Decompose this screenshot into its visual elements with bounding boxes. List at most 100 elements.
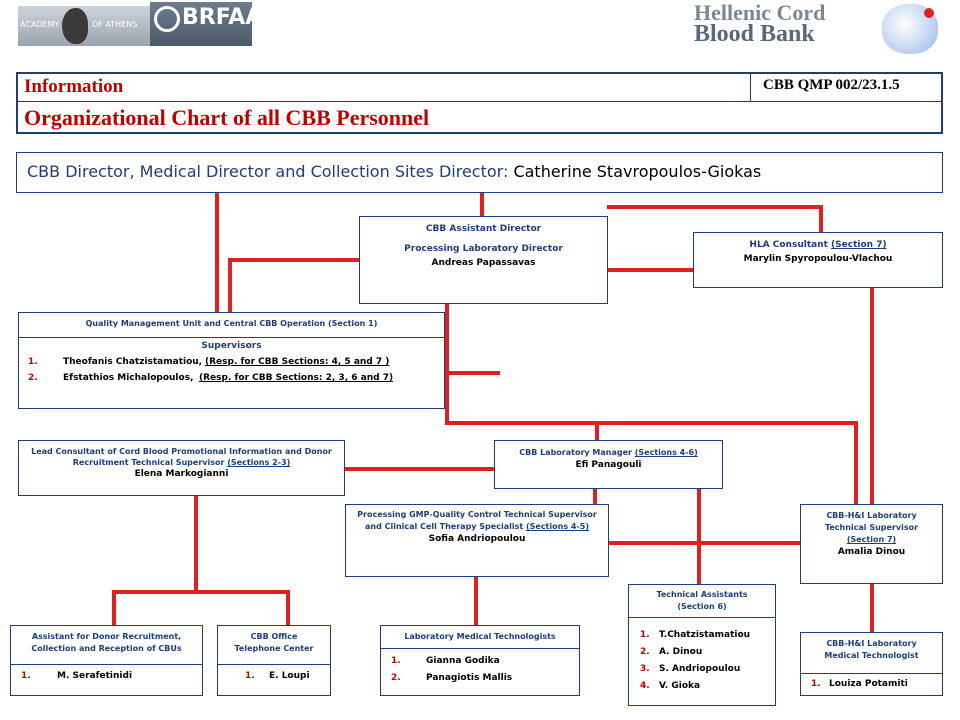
list-number: 3. xyxy=(640,664,650,674)
list-item: 3. S. Andriopoulou xyxy=(629,661,775,678)
list-item: 2.Panagiotis Mallis xyxy=(381,670,579,687)
supervisor-name: Theofanis Chatzistamatiou, xyxy=(63,357,203,367)
list-number: 2. xyxy=(28,373,38,383)
list-item: 1. Theofanis Chatzistamatiou, (Resp. for… xyxy=(19,354,444,370)
hi-tech-line1: CBB-H&I Laboratory xyxy=(826,639,917,648)
tech-assistants-title: Technical Assistants xyxy=(656,590,748,599)
lead-consultant-title: Lead Consultant of Cord Blood Promotiona… xyxy=(25,446,338,468)
connector xyxy=(445,421,858,425)
lab-manager-title-line: CBB Laboratory Manager (Sections 4-6) xyxy=(495,448,722,457)
lead-consultant-box: Lead Consultant of Cord Blood Promotiona… xyxy=(18,440,345,496)
hi-supervisor-name: Amalia Dinou xyxy=(837,547,906,557)
list-item: 1. M. Serafetinidi xyxy=(11,668,202,684)
lab-techs-box: Laboratory Medical Technologists 1. Giann… xyxy=(380,625,580,696)
assistant-name: S. Andriopoulou xyxy=(659,664,741,674)
connector xyxy=(819,205,823,233)
list-number: 2. xyxy=(640,647,650,657)
donor-assistant-divider xyxy=(11,664,202,665)
doc-code: CBB QMP 002/23.1.5 xyxy=(763,77,900,93)
supervisor-responsibility: (Resp. for CBB Sections: 2, 3, 6 and 7) xyxy=(199,373,394,383)
connector xyxy=(445,303,449,423)
processing-box: Processing GMP-Quality Control Technical… xyxy=(345,504,609,577)
academy-logo: ACADEMY OF ATHENS xyxy=(18,6,150,46)
office-list: 1.E. Loupi xyxy=(218,668,330,684)
supervisor-responsibility: (Resp. for CBB Sections: 4, 5 and 7 ) xyxy=(205,357,390,367)
hi-tech-line2: Medical Technologist xyxy=(824,651,919,660)
connector xyxy=(854,421,858,504)
technologist-name: Gianna Godika xyxy=(426,656,500,666)
lab-techs-divider xyxy=(381,648,579,649)
lab-techs-title: Laboratory Medical Technologists xyxy=(404,632,556,641)
hla-section-link[interactable]: (Section 7) xyxy=(831,240,887,250)
list-number: 4. xyxy=(640,681,650,691)
academy-text: ACADEMY xyxy=(20,20,60,29)
list-number: 1. xyxy=(640,630,650,640)
hcbb-line2: Blood Bank xyxy=(694,21,815,47)
list-number: 1. xyxy=(28,357,38,367)
connector xyxy=(870,583,874,632)
connector xyxy=(474,576,478,625)
qm-divider xyxy=(19,337,444,338)
connector xyxy=(870,287,874,504)
connector xyxy=(194,496,198,592)
lead-consultant-name: Elena Markogianni xyxy=(134,469,229,479)
processing-name: Sofia Andriopoulou xyxy=(428,534,526,544)
assistant-name: M. Serafetinidi xyxy=(57,671,133,681)
page-title: Organizational Chart of all CBB Personne… xyxy=(24,105,430,130)
office-line2: Telephone Center xyxy=(234,644,314,653)
donor-assistant-title: Assistant for Donor Recruitment, Collect… xyxy=(31,632,182,653)
hi-supervisor-box: CBB-H&I Laboratory Technical Supervisor … xyxy=(800,504,943,584)
heart-icon xyxy=(924,8,934,18)
hi-supervisor-section-link[interactable]: (Section 7) xyxy=(846,535,897,544)
tech-assistants-box: Technical Assistants (Section 6) 1.T.Cha… xyxy=(628,584,776,706)
list-item: 1.E. Loupi xyxy=(218,668,330,684)
hi-tech-box: CBB-H&I Laboratory Medical Technologist … xyxy=(800,632,943,696)
list-item: 2.A. Dinou xyxy=(629,644,775,661)
connector xyxy=(215,192,219,313)
donor-assistant-list: 1. M. Serafetinidi xyxy=(11,668,202,684)
connector xyxy=(112,590,290,594)
qm-title: Quality Management Unit and Central CBB … xyxy=(85,319,378,328)
hi-tech-divider xyxy=(801,673,942,674)
assistant-name: V. Gioka xyxy=(659,681,701,691)
doc-code-cell: CBB QMP 002/23.1.5 xyxy=(750,74,943,101)
lab-manager-section-link[interactable]: (Sections 4-6) xyxy=(634,448,698,457)
assistant-director-name: Andreas Papassavas xyxy=(431,258,536,268)
hla-name: Marylin Spyropoulou-Vlachou xyxy=(743,254,893,264)
director-box: CBB Director, Medical Director and Colle… xyxy=(16,152,943,193)
lead-consultant-section-link[interactable]: (Sections 2-3) xyxy=(227,458,291,467)
office-divider xyxy=(218,664,330,665)
supervisor-name: Efstathios Michalopoulos, xyxy=(63,373,194,383)
processing-title: Processing GMP-Quality Control Technical… xyxy=(354,509,600,533)
list-item: 2. Efstathios Michalopoulos, (Resp. for … xyxy=(19,370,444,386)
info-label: Information xyxy=(24,76,124,97)
office-member-name: E. Loupi xyxy=(269,671,310,681)
header-divider xyxy=(18,101,943,102)
brfaa-logo: BRFAA xyxy=(150,2,262,46)
list-item: 4. V. Gioka xyxy=(629,678,775,695)
technologist-name: Panagiotis Mallis xyxy=(426,673,513,683)
lab-manager-box: CBB Laboratory Manager (Sections 4-6) Ef… xyxy=(494,440,723,489)
connector xyxy=(228,258,359,262)
list-number: 1. xyxy=(21,671,31,681)
hla-title: HLA Consultant xyxy=(749,240,828,250)
connector xyxy=(607,268,694,272)
list-item: 1. Gianna Godika xyxy=(381,653,579,670)
processing-section-link[interactable]: (Sections 4-5) xyxy=(525,522,589,531)
assistant-name: T.Chatzistamatiou xyxy=(659,630,751,640)
assistant-director-box: CBB Assistant Director Processing Labora… xyxy=(359,216,608,304)
connector xyxy=(480,192,484,217)
hla-box: HLA Consultant (Section 7) Marylin Spyro… xyxy=(693,232,943,288)
hi-supervisor-line2: Technical Supervisor xyxy=(824,523,919,532)
list-number: 1. xyxy=(391,656,401,666)
technologist-name: Louiza Potamiti xyxy=(829,679,908,689)
brfaa-text: BRFAA xyxy=(182,5,263,30)
header-table: Information CBB QMP 002/23.1.5 Organizat… xyxy=(16,72,943,134)
connector xyxy=(112,590,116,625)
lab-techs-list: 1. Gianna Godika 2.Panagiotis Mallis xyxy=(381,653,579,687)
qm-box: Quality Management Unit and Central CBB … xyxy=(18,312,445,409)
donor-assistant-box: Assistant for Donor Recruitment, Collect… xyxy=(10,625,203,696)
connector xyxy=(595,421,599,441)
hla-title-line: HLA Consultant (Section 7) xyxy=(694,239,942,251)
assistant-director-line1: CBB Assistant Director xyxy=(425,224,542,234)
